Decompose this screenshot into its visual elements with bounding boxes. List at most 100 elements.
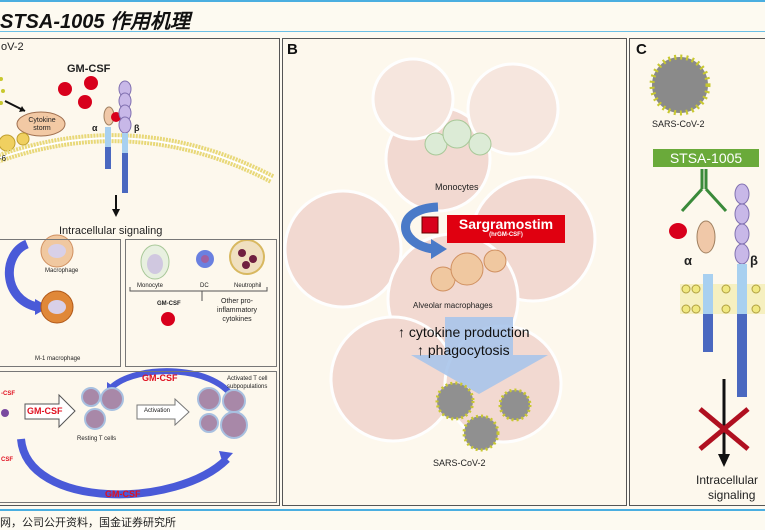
macrophage-label: Macrophage xyxy=(45,268,79,274)
alpha-tail xyxy=(105,147,111,169)
page-title: STSA-1005 作用机理 xyxy=(0,11,191,33)
footer-divider xyxy=(0,509,765,511)
virus-particle xyxy=(435,381,475,421)
alpha-tm xyxy=(703,274,713,314)
virus-spike xyxy=(0,77,3,81)
beta-tail xyxy=(737,314,747,397)
gmcsf-arrow-label: GM-CSF xyxy=(27,406,63,416)
panel-c-letter: C xyxy=(636,41,647,58)
feedback-arrow-bottom xyxy=(17,438,230,499)
resting-t-cell xyxy=(100,387,124,411)
activated-t-label: Activated T cell subpopulations xyxy=(227,376,268,390)
virus-spike xyxy=(0,101,3,105)
monocyte xyxy=(468,132,492,156)
panel-a: oV-2 GM-CSF Cytokine storm -6 α β Intrac… xyxy=(0,38,280,506)
sargramostim-label: Sargramostim xyxy=(458,216,554,232)
virus-spike xyxy=(1,89,5,93)
alpha-label: α xyxy=(92,123,98,133)
panel-a-graphics xyxy=(0,76,275,499)
gmcsf-left-bottom-label: CSF xyxy=(1,457,13,463)
cell-membrane xyxy=(0,133,275,184)
gmcsf-legend-label: GM-CSF xyxy=(157,301,181,307)
neutrophil-cell xyxy=(229,239,265,275)
gmcsf-top-label: GM-CSF xyxy=(142,373,178,383)
hrgmcsf-label: (hrGM-CSF) xyxy=(489,232,523,238)
beta-tail xyxy=(122,153,128,193)
sargramostim-box xyxy=(447,215,565,243)
source-footer: 网，公司公开资料，国金证券研究所 xyxy=(0,516,176,529)
cell-types-subbox xyxy=(125,239,277,367)
gmcsf-dot xyxy=(84,76,98,90)
virus-particle xyxy=(498,388,532,422)
virus-particle xyxy=(649,54,711,116)
panel-c: C SARS-CoV-2 xyxy=(629,38,765,506)
gmcsf-label: GM-CSF xyxy=(67,63,111,75)
title-bar: STSA-1005 作用机理 xyxy=(0,0,765,33)
il6-label: -6 xyxy=(0,154,7,163)
gmcsf-dot xyxy=(78,95,92,109)
resting-t-cell xyxy=(84,408,106,430)
beta-tm xyxy=(737,264,747,314)
activation-label: Activation xyxy=(144,408,171,414)
alveolar-label: Alveolar macrophages xyxy=(413,301,493,310)
panel-b-graphics xyxy=(283,57,597,452)
monocyte xyxy=(442,119,472,149)
monocytes-label: Monocytes xyxy=(435,182,479,192)
virus-label-b: SARS-CoV-2 xyxy=(433,458,486,468)
panel-b-letter: B xyxy=(287,41,298,58)
beta-label: β xyxy=(134,123,140,133)
t-cell-subbox xyxy=(0,371,277,503)
activated-t-cell xyxy=(197,387,221,411)
stsa-1005-box xyxy=(653,149,759,167)
bracket xyxy=(129,287,268,301)
virus-label-c: SARS-CoV-2 xyxy=(652,119,705,129)
gmcsf-left-top-label: -CSF xyxy=(1,391,15,397)
alpha-tail xyxy=(703,314,713,352)
bound-gmcsf xyxy=(111,112,121,122)
dc-label: DC xyxy=(200,283,209,289)
beta-tm xyxy=(122,133,128,153)
dc-cell-small xyxy=(1,409,9,417)
differentiation-arrow xyxy=(401,202,439,254)
effect-cytokine-label: ↑ cytokine production xyxy=(398,324,530,340)
cytokine-storm-label: Cytokine storm xyxy=(28,117,56,132)
gmcsf-legend-dot xyxy=(161,312,175,326)
il6-dot xyxy=(0,134,16,152)
intracellular-label: Intracellular signaling xyxy=(59,225,163,237)
gmcsf-bottom-label: GM-CSF xyxy=(105,489,141,499)
beta-subunit xyxy=(734,183,750,265)
lipid-heads xyxy=(681,284,761,314)
effect-phagocytosis-label: ↑ phagocytosis xyxy=(417,342,510,358)
m1-macrophage-label: M-1 macrophage xyxy=(35,356,81,362)
virus-label: oV-2 xyxy=(1,41,24,53)
macrophage-subbox xyxy=(0,239,121,367)
antibody xyxy=(680,169,728,213)
resting-t-cell xyxy=(81,387,101,407)
neutrophil-label: Neutrophil xyxy=(234,283,262,289)
alpha-tm xyxy=(105,127,111,147)
effect-arrow xyxy=(411,317,548,394)
panel-b: B Monocytes Sargra xyxy=(282,38,627,506)
activation-arrow xyxy=(136,397,190,427)
intracellular-label-c: Intracellular xyxy=(696,473,759,487)
gmcsf-dot xyxy=(669,223,687,239)
cytokine-storm-cloud xyxy=(16,111,66,137)
differentiation-arrow xyxy=(4,239,39,312)
gmcsf-arrow xyxy=(24,393,76,429)
other-cytokines-label: Other pro-inflammatory cytokines xyxy=(216,298,258,323)
alpha-label-c: α xyxy=(684,253,692,268)
stsa-1005-label: STSA-1005 xyxy=(669,150,743,166)
panel-c-graphics xyxy=(649,54,765,467)
sargramostim-square xyxy=(421,216,439,234)
activated-t-cell xyxy=(199,413,219,433)
il6-dot xyxy=(16,132,30,146)
activated-t-cell xyxy=(220,411,248,439)
signaling-label-c: signaling xyxy=(708,488,756,502)
monocyte-label: Monocyte xyxy=(137,283,164,289)
resting-t-label: Resting T cells xyxy=(77,436,117,442)
alveolar-macrophage xyxy=(483,249,507,273)
block-x-icon xyxy=(698,407,750,451)
gmcsf-dot xyxy=(58,82,72,96)
virus-particle xyxy=(462,414,500,452)
beta-label-c: β xyxy=(750,253,758,268)
